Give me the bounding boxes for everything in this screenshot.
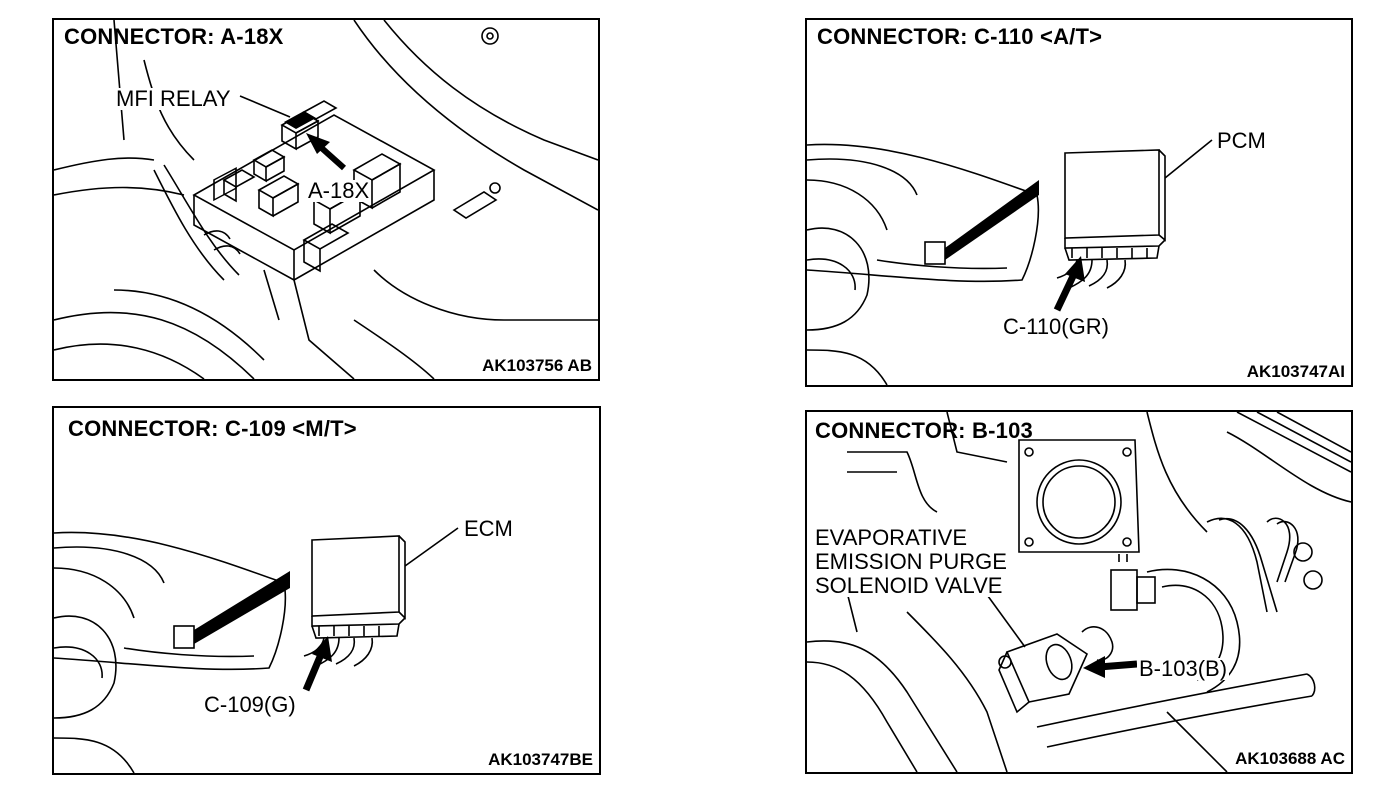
- connector-label: C-109(G): [204, 692, 296, 717]
- component-label-line-1: EVAPORATIVE: [813, 525, 970, 550]
- ecm-illustration: [54, 527, 459, 773]
- relay-box-illustration: [54, 20, 598, 379]
- figure-code: AK103688 AC: [1235, 749, 1345, 768]
- connector-label: A-18X: [306, 178, 372, 203]
- panel-connector-a18x: CONNECTOR: A-18X MFI RELAY A-18X AK10375…: [52, 18, 600, 381]
- pcm-illustration: [807, 139, 1213, 385]
- panel-connector-c110: CONNECTOR: C-110 <A/T> PCM C-110(GR) AK1…: [805, 18, 1353, 387]
- mfi-relay-label: MFI RELAY: [114, 86, 233, 111]
- component-label-line-2: EMISSION PURGE: [813, 549, 1009, 574]
- panel-connector-b103: CONNECTOR: B-103 EVAPORATIVE EMISSION PU…: [805, 410, 1353, 774]
- panel-title: CONNECTOR: A-18X: [64, 24, 284, 49]
- panel-title: CONNECTOR: C-110 <A/T>: [817, 24, 1103, 49]
- connector-label: C-110(GR): [1003, 314, 1109, 339]
- pcm-label: PCM: [1217, 128, 1266, 153]
- panel-title: CONNECTOR: B-103: [815, 418, 1033, 443]
- figure-code: AK103747BE: [488, 750, 593, 769]
- connector-label: B-103(B): [1137, 656, 1230, 681]
- component-label-line-3: SOLENOID VALVE: [813, 573, 1005, 598]
- panel-title: CONNECTOR: C-109 <M/T>: [68, 416, 357, 441]
- panel-connector-c109: CONNECTOR: C-109 <M/T> ECM C-109(G) AK10…: [52, 406, 601, 775]
- ecm-label: ECM: [464, 516, 513, 541]
- figure-code: AK103747AI: [1246, 362, 1345, 381]
- figure-code: AK103756 AB: [482, 356, 592, 375]
